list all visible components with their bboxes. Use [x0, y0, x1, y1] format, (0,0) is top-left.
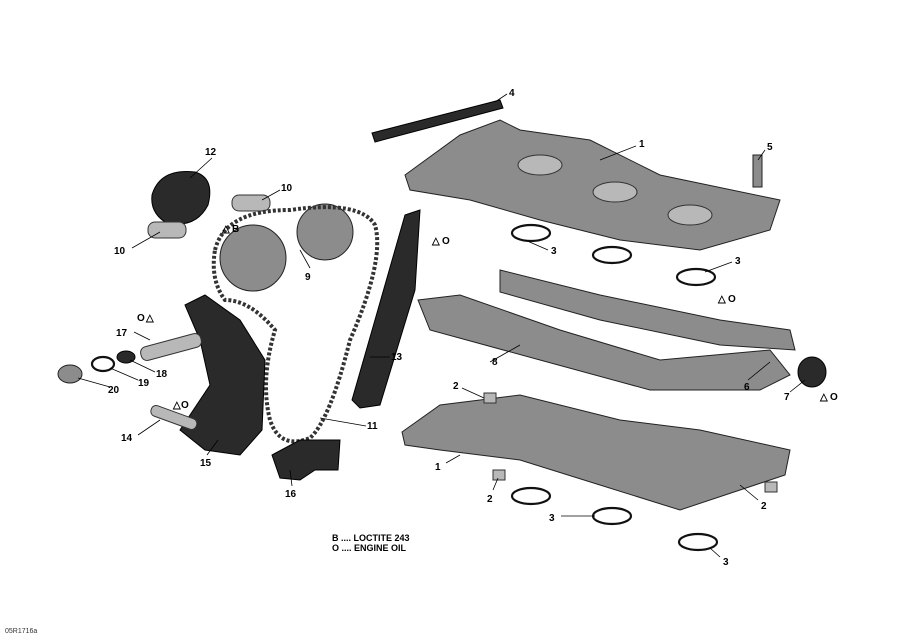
- callout-14: 14: [121, 433, 133, 444]
- triangle-icon: △: [717, 294, 726, 305]
- callout-3: 3: [551, 246, 557, 257]
- callout-13: 13: [391, 352, 403, 363]
- oil-marker: O: [830, 392, 838, 403]
- part-10-bolt: [147, 221, 187, 239]
- part-11-timing-chain: [211, 205, 380, 444]
- callout-6: 6: [744, 382, 750, 393]
- part-20-plug: [57, 364, 83, 384]
- callout-1: 1: [435, 462, 441, 473]
- callout-4: 4: [509, 88, 515, 99]
- leader-lines: [77, 93, 806, 558]
- loctite-marker: B: [232, 224, 239, 235]
- callout-2: 2: [453, 381, 459, 392]
- part-5-bolt: [752, 154, 763, 188]
- part-3-o-ring: [675, 267, 717, 287]
- callout-10: 10: [281, 183, 293, 194]
- callout-1: 1: [639, 139, 645, 150]
- part-4-chain-guide-rail: [371, 99, 504, 143]
- callouts: 4 1 5 12 10 10 3 3 9 8 13 17 18 19 20 2 …: [108, 88, 838, 568]
- oil-marker: O: [137, 313, 145, 324]
- part-3-o-ring: [591, 245, 633, 265]
- legend-loctite: B .... LOCTITE 243: [332, 533, 410, 543]
- part-9-sprocket: [219, 224, 287, 292]
- oil-marker: O: [728, 294, 736, 305]
- part-13-chain-guide: [351, 209, 421, 409]
- callout-11: 11: [367, 421, 378, 432]
- part-15-tensioner-guide: [179, 294, 266, 456]
- callout-8: 8: [492, 357, 498, 368]
- part-14-pin: [150, 405, 198, 430]
- callout-16: 16: [285, 489, 297, 500]
- legend: B .... LOCTITE 243 O .... ENGINE OIL: [332, 533, 410, 553]
- triangle-icon: △: [819, 392, 828, 403]
- callout-18: 18: [156, 369, 168, 380]
- part-1-lower-camshaft-housing: [401, 394, 791, 511]
- part-2-dowel: [764, 481, 778, 493]
- part-19-washer: [90, 355, 116, 373]
- legend-engine-oil: O .... ENGINE OIL: [332, 543, 407, 553]
- part-8-camshaft: [417, 294, 791, 391]
- part-2-dowel: [492, 469, 506, 481]
- part-10-bolt: [231, 194, 271, 212]
- callout-19: 19: [138, 378, 150, 389]
- callout-12: 12: [205, 147, 217, 158]
- triangle-icon: △: [145, 313, 154, 324]
- callout-15: 15: [200, 458, 212, 469]
- callout-17: 17: [116, 328, 128, 339]
- oil-marker: O: [181, 400, 189, 411]
- callout-5: 5: [767, 142, 773, 153]
- triangle-icon: △: [431, 236, 440, 247]
- callout-7: 7: [784, 392, 790, 403]
- part-16-chain-guide: [271, 439, 341, 481]
- callout-3: 3: [735, 256, 741, 267]
- callout-10: 10: [114, 246, 126, 257]
- oil-marker: O: [442, 236, 450, 247]
- part-1-bore: [667, 204, 713, 226]
- part-9-sprocket: [296, 203, 354, 261]
- part-drawings: [57, 99, 827, 552]
- drawing-code: 05R1716a: [5, 628, 37, 635]
- callout-9: 9: [305, 272, 311, 283]
- part-3-o-ring: [510, 223, 552, 243]
- part-17-tensioner: [140, 333, 202, 361]
- part-2-dowel: [483, 392, 497, 404]
- part-3-o-ring: [591, 506, 633, 526]
- callout-2: 2: [761, 501, 767, 512]
- part-3-o-ring: [510, 486, 552, 506]
- part-12-cover: [151, 170, 211, 225]
- part-1-bore: [592, 181, 638, 203]
- triangle-icon: △: [221, 224, 230, 235]
- part-6-camshaft: [499, 269, 796, 351]
- triangle-icon: △: [172, 400, 181, 411]
- callout-2: 2: [487, 494, 493, 505]
- callout-3: 3: [723, 557, 729, 568]
- callout-20: 20: [108, 385, 120, 396]
- part-7-seal: [797, 356, 827, 388]
- part-3-o-ring: [677, 532, 719, 552]
- part-1-bore: [517, 154, 563, 176]
- callout-3: 3: [549, 513, 555, 524]
- part-1-upper-camshaft-housing: [404, 119, 781, 251]
